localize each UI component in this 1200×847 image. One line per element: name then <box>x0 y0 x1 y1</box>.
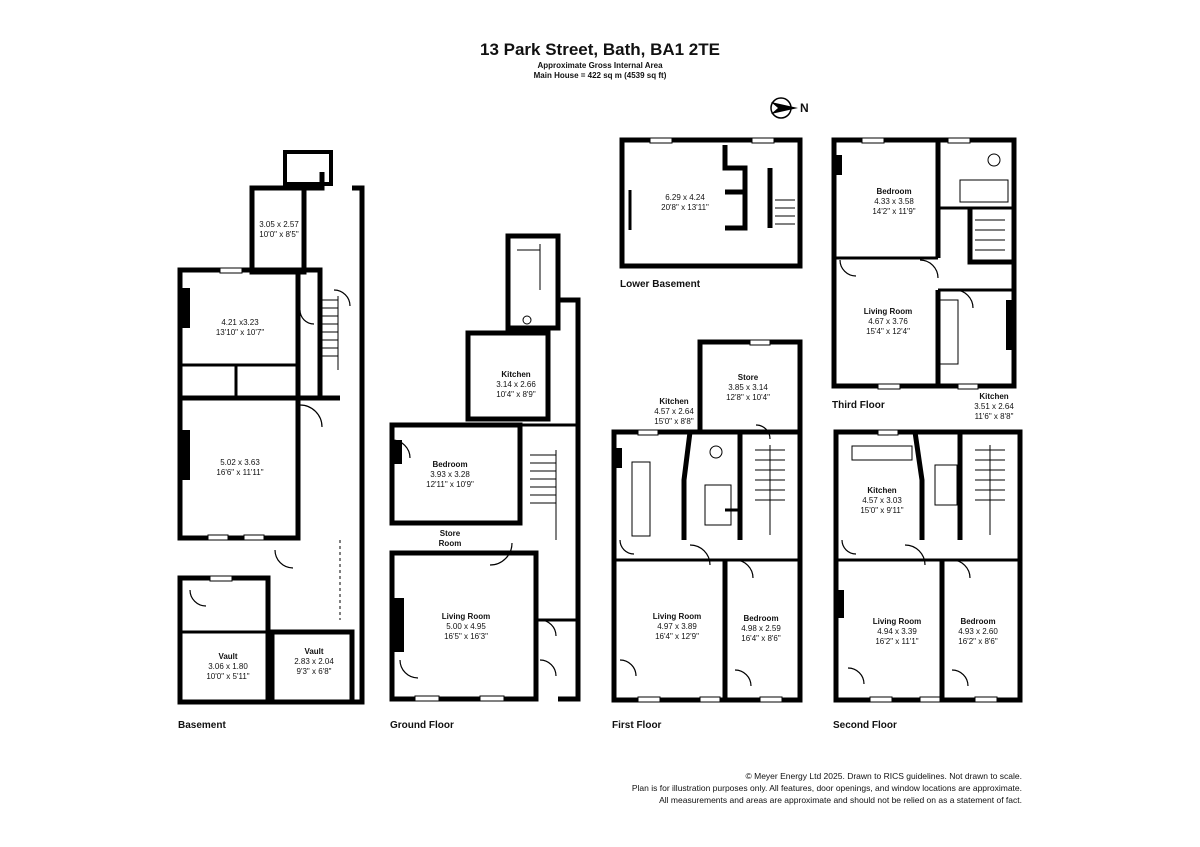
floor-label-third: Third Floor <box>832 400 885 411</box>
third-floor-walls <box>831 137 1017 389</box>
plan-subtitle: Approximate Gross Internal Area <box>537 61 663 70</box>
floor-label-first: First Floor <box>612 720 662 731</box>
footer-disclaimer-2: All measurements and areas are approxima… <box>659 795 1022 805</box>
second-floor-walls <box>833 429 1023 703</box>
plan-title: 13 Park Street, Bath, BA1 2TE <box>480 40 720 59</box>
footer-copyright: © Meyer Energy Ltd 2025. Drawn to RICS g… <box>745 771 1022 781</box>
basement-walls <box>177 150 365 705</box>
plan-area: Main House = 422 sq m (4539 sq ft) <box>533 71 667 80</box>
north-label: N <box>800 101 809 115</box>
north-arrow-icon <box>770 97 798 119</box>
floor-label-second: Second Floor <box>833 720 897 731</box>
footer-disclaimer-1: Plan is for illustration purposes only. … <box>631 783 1022 793</box>
floor-label-ground: Ground Floor <box>390 720 454 731</box>
floor-label-basement: Basement <box>178 720 226 731</box>
floor-label-lower-basement: Lower Basement <box>620 279 701 290</box>
lower-basement-walls <box>619 137 803 269</box>
